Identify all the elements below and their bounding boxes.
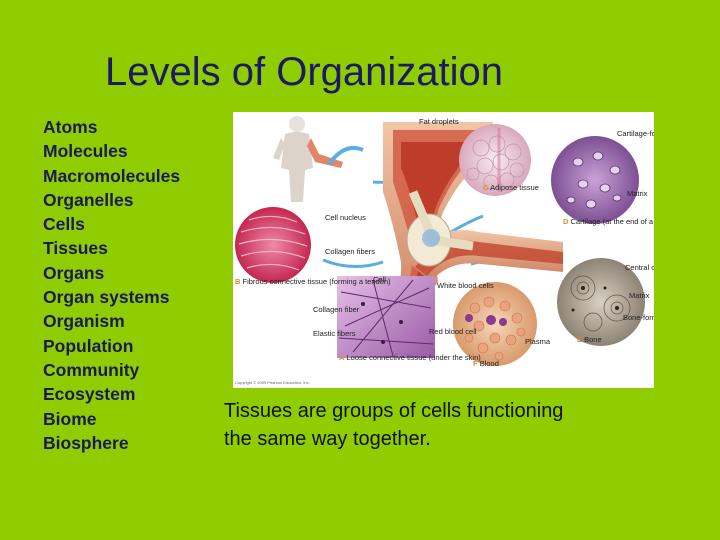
label-fibrous: B Fibrous connective tissue (forming a t…	[235, 277, 391, 286]
level-item: Cells	[43, 214, 85, 235]
label-fat-droplets: Fat droplets	[419, 117, 459, 126]
label-bone-forming: Bone-forming cells	[623, 313, 654, 322]
caption-line-2: the same way together.	[224, 428, 431, 450]
fibrous-tissue-image	[235, 207, 311, 283]
label-adipose: C Adipose tissue	[483, 183, 539, 192]
label-cartilage-forming: Cartilage-forming cells	[617, 129, 654, 138]
cartilage-tissue-image	[551, 136, 639, 224]
label-collagen-fibers: Collagen fibers	[325, 247, 375, 256]
level-item: Community	[43, 359, 140, 380]
level-item: Biosphere	[43, 432, 129, 453]
bone-tissue-image	[557, 258, 645, 346]
loose-connective-tissue-image	[337, 276, 435, 358]
label-matrix-bone: Matrix	[629, 291, 650, 300]
arrow-icon	[327, 145, 364, 166]
level-item: Organ systems	[43, 287, 170, 308]
label-cartilage: D Cartilage (at the end of a bone)	[563, 217, 654, 226]
connective-tissue-illustration: Fat droplets C Adipose tissue Cartilage-…	[235, 116, 654, 385]
figure-copyright: Copyright © 2009 Pearson Education, Inc.	[235, 380, 310, 385]
level-item: Organism	[43, 311, 125, 332]
level-item: Atoms	[43, 117, 98, 137]
label-plasma: Plasma	[525, 337, 551, 346]
label-cell: Cell	[373, 275, 386, 284]
level-item: Organelles	[43, 189, 134, 210]
levels-list: Atoms Molecules Macromolecules Organelle…	[43, 115, 180, 455]
label-white-blood: White blood cells	[437, 281, 494, 290]
slide-title: Levels of Organization	[105, 50, 504, 94]
label-loose: A Loose connective tissue (under the ski…	[339, 353, 481, 362]
adipose-cells	[466, 135, 525, 190]
arrow-icon	[322, 258, 384, 268]
label-blood: F Blood	[473, 359, 499, 368]
level-item: Ecosystem	[43, 384, 136, 405]
level-item: Molecules	[43, 141, 128, 162]
label-red-blood: Red blood cell	[429, 327, 477, 336]
label-central-canal: Central canal	[625, 263, 654, 272]
level-item: Macromolecules	[43, 165, 181, 186]
level-item: Population	[43, 335, 134, 356]
caption-line-1: Tissues are groups of cells functioning	[224, 400, 564, 422]
figure-caption: Tissues are groups of cells functioning …	[224, 397, 704, 453]
level-item: Organs	[43, 262, 105, 283]
level-item: Biome	[43, 408, 97, 429]
label-matrix-top: Matrix	[627, 189, 648, 198]
label-elastic-fibers: Elastic fibers	[313, 329, 356, 338]
connective-tissue-figure: Fat droplets C Adipose tissue Cartilage-…	[233, 112, 654, 388]
label-cell-nucleus: Cell nucleus	[325, 213, 366, 222]
label-bone: E Bone	[577, 335, 602, 344]
label-collagen-fiber: Collagen fiber	[313, 305, 360, 314]
level-item: Tissues	[43, 238, 108, 259]
cartilage-cells	[566, 151, 622, 209]
